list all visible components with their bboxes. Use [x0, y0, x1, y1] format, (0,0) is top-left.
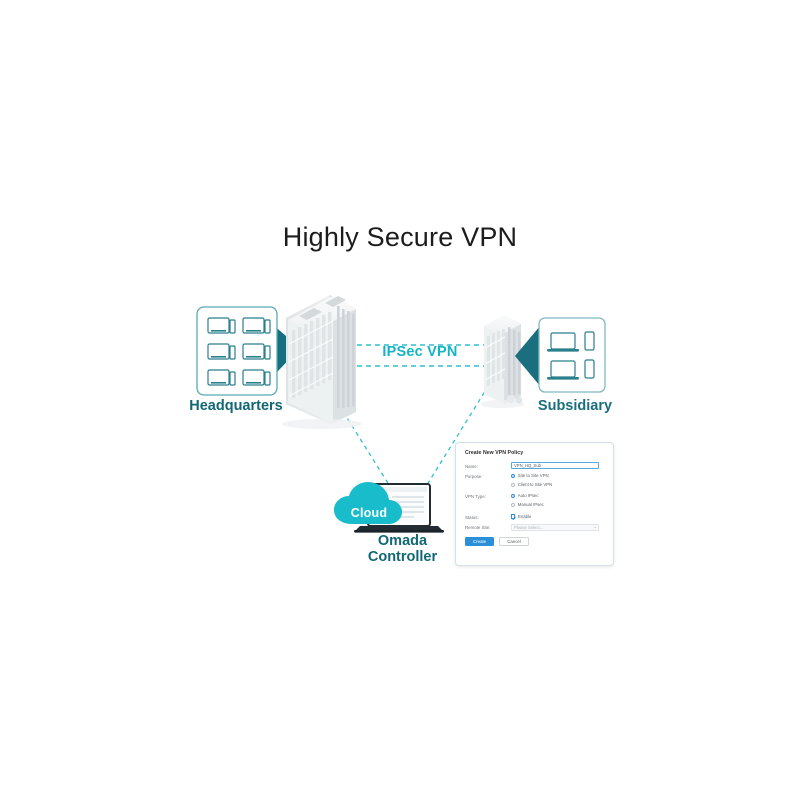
- laptop-icon-1: [547, 332, 579, 352]
- dialog-title: Create New VPN Policy: [465, 450, 524, 456]
- remote-site-control: Please Select...: [511, 523, 605, 532]
- create-vpn-policy-dialog: Create New VPN Policy Name: VPN_HQ_Sub P…: [455, 442, 614, 566]
- remote-site-select-value: Please Select...: [514, 525, 544, 530]
- status-label: Status:: [465, 514, 479, 520]
- phone-icon-1: [584, 331, 595, 351]
- checkbox-icon-enable[interactable]: [511, 514, 516, 519]
- laptop-icon-2: [547, 360, 579, 380]
- subsidiary-label: Subsidiary: [537, 398, 613, 414]
- vpn-type-option-manual-ipsec-label: Manual IPsec: [517, 501, 544, 507]
- form-row-purpose: Purpose: Site to Site VPN Client to Site…: [465, 473, 605, 490]
- omada-controller-label-line2: Controller: [367, 549, 438, 565]
- form-row-vpn-type: VPN Type: Auto IPsec Manual IPsec: [465, 493, 605, 510]
- form-row-name: Name: VPN_HQ_Sub: [465, 462, 605, 470]
- form-row-remote-site: Remote Site: Please Select...: [465, 523, 605, 532]
- phone-icon-2: [584, 359, 595, 379]
- ipsec-tunnel-lines: [330, 344, 508, 367]
- omada-controller-label-line1: Omada: [377, 533, 428, 549]
- radio-icon-auto-ipsec[interactable]: [511, 494, 516, 499]
- radio-icon-manual-ipsec[interactable]: [511, 502, 516, 507]
- status-enable-label: Enable: [517, 513, 532, 519]
- page-title: Highly Secure VPN: [282, 222, 518, 252]
- purpose-option-site-to-site-label: Site to Site VPN: [517, 473, 549, 479]
- purpose-option-client-to-site[interactable]: Client to Site VPN: [511, 481, 605, 488]
- remote-site-label: Remote Site:: [465, 525, 491, 531]
- hq-device-panel: [196, 306, 278, 396]
- status-control: Enable: [511, 513, 605, 520]
- subsidiary-building: [480, 315, 524, 408]
- hq-desktop-icons: [207, 317, 271, 386]
- cloud-label: Cloud: [350, 506, 388, 520]
- name-label: Name:: [465, 463, 478, 469]
- vpn-type-option-auto-ipsec[interactable]: Auto IPsec: [511, 493, 605, 500]
- cancel-button[interactable]: Cancel: [499, 537, 529, 546]
- create-button[interactable]: Create: [465, 537, 495, 546]
- subsidiary-device-panel: [538, 317, 606, 393]
- chevron-down-icon: [594, 527, 596, 528]
- purpose-label: Purpose:: [465, 474, 483, 480]
- purpose-option-site-to-site[interactable]: Site to Site VPN: [511, 473, 605, 480]
- status-enable-checkbox-row[interactable]: Enable: [511, 513, 605, 520]
- dialog-button-bar: Create Cancel: [465, 537, 605, 546]
- vpn-type-control: Auto IPsec Manual IPsec: [511, 493, 605, 510]
- subsidiary-connector-arrow: [515, 320, 545, 392]
- vpn-type-label: VPN Type:: [465, 494, 486, 500]
- radio-icon-client-to-site[interactable]: [511, 482, 516, 487]
- purpose-option-client-to-site-label: Client to Site VPN: [517, 481, 553, 487]
- form-row-status: Status: Enable: [465, 513, 605, 521]
- cloud-icon: [334, 482, 402, 524]
- omada-controller-label: Omada Controller: [340, 533, 465, 565]
- ipsec-vpn-label: IPSec VPN: [382, 344, 458, 360]
- radio-icon-site-to-site[interactable]: [511, 474, 516, 479]
- name-control: VPN_HQ_Sub: [511, 462, 605, 469]
- remote-site-select[interactable]: Please Select...: [511, 523, 599, 532]
- purpose-control: Site to Site VPN Client to Site VPN: [511, 473, 605, 490]
- headquarters-label: Headquarters: [189, 398, 283, 414]
- vpn-type-option-manual-ipsec[interactable]: Manual IPsec: [511, 501, 605, 508]
- hq-building: [282, 295, 362, 429]
- name-input[interactable]: VPN_HQ_Sub: [511, 462, 599, 469]
- vpn-type-option-auto-ipsec-label: Auto IPsec: [517, 493, 539, 499]
